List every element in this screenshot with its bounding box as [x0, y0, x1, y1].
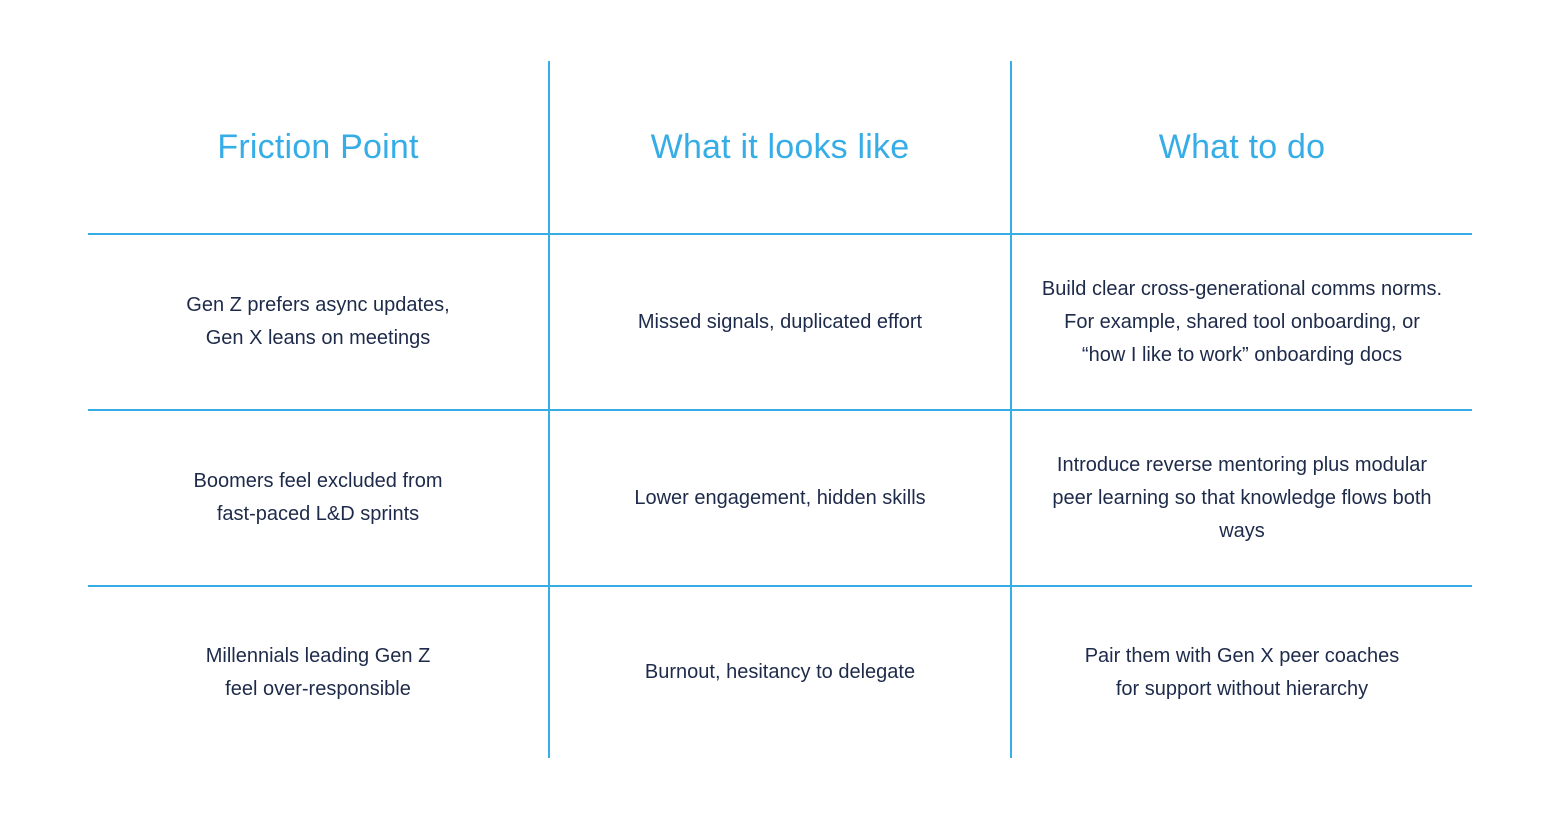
- row-divider: [88, 233, 1472, 235]
- table-cell-friction: Gen Z prefers async updates, Gen X leans…: [186, 294, 450, 349]
- row-divider: [88, 585, 1472, 587]
- row-divider: [88, 409, 1472, 411]
- table-cell-what-to-do: Introduce reverse mentoring plus modular…: [1052, 453, 1432, 542]
- table-cell-looks-like: Burnout, hesitancy to delegate: [644, 661, 916, 683]
- table-cell-friction: Millennials leading Gen Z feel over-resp…: [205, 644, 431, 700]
- header-what-to-do: What to do: [1158, 127, 1326, 166]
- comparison-table: Friction Point What it looks like What t…: [88, 61, 1472, 758]
- table-cell-what-to-do: Build clear cross-generational comms nor…: [1041, 277, 1443, 366]
- table-cell-looks-like: Lower engagement, hidden skills: [634, 486, 926, 509]
- table-cell-friction: Boomers feel excluded from fast-paced L&…: [193, 470, 443, 525]
- table-cell-looks-like: Missed signals, duplicated effort: [637, 310, 923, 333]
- table-cell-what-to-do: Pair them with Gen X peer coaches for su…: [1084, 644, 1400, 700]
- header-friction-point: Friction Point: [217, 127, 419, 166]
- header-what-it-looks-like: What it looks like: [650, 127, 910, 166]
